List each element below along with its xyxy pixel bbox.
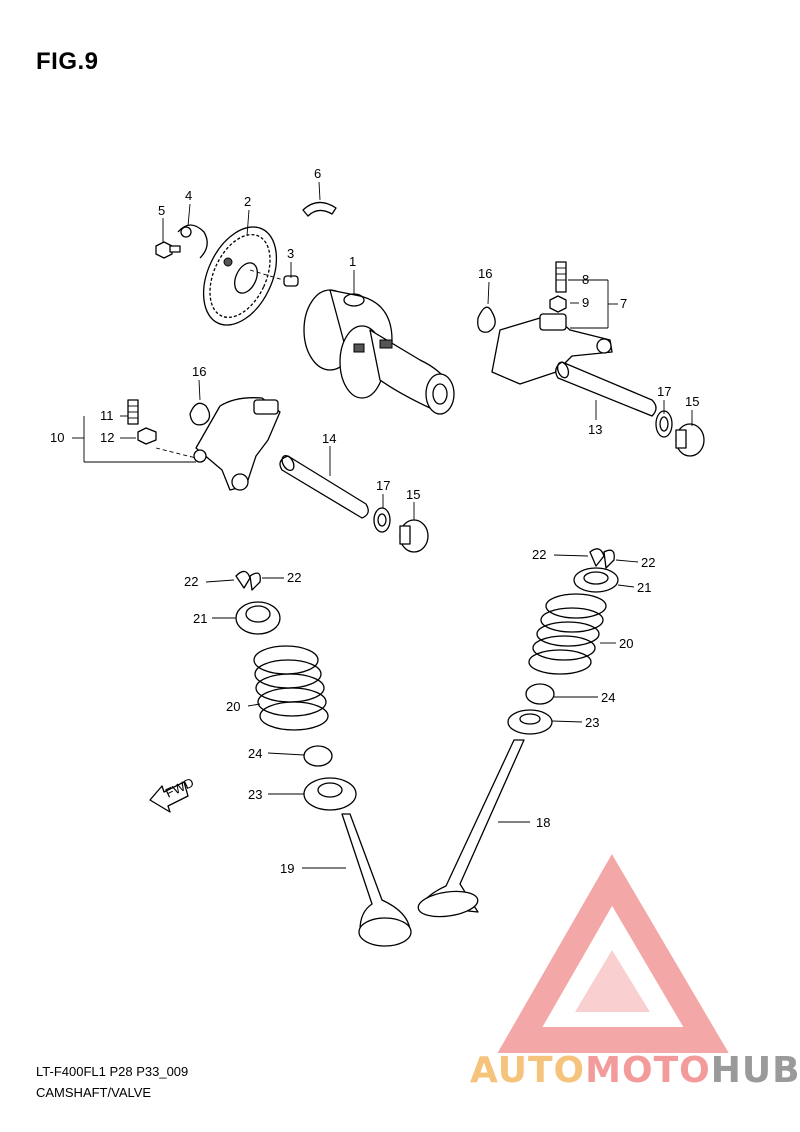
- watermark-wordmark: AUTOMOTOHUB: [470, 1050, 800, 1091]
- part-15-plug-right: [675, 423, 705, 457]
- part-9-lock-nut: [549, 295, 567, 313]
- watermark-logo: [497, 854, 729, 1053]
- callout-6: 6: [314, 166, 321, 181]
- part-13-rocker-shaft-right: [555, 361, 657, 417]
- fwd-direction-arrow: FWD: [149, 775, 196, 813]
- part-20-spring-right: [528, 593, 607, 675]
- part-21-retainer-left: [235, 601, 281, 635]
- part-2-cam-sprocket: [202, 226, 278, 326]
- callout-23-right: 23: [585, 715, 599, 730]
- callout-4: 4: [185, 188, 192, 203]
- callout-24-left: 24: [248, 746, 262, 761]
- part-19-intake-valve: [341, 813, 412, 947]
- callout-1: 1: [349, 254, 356, 269]
- callout-17-left: 17: [376, 478, 390, 493]
- callout-labels: 1 2 3 4 5 6 7 8 9 10 11 12 13 14 15 15 1…: [50, 166, 699, 876]
- callout-17-right: 17: [657, 384, 671, 399]
- part-4-ring-clip: [177, 224, 208, 259]
- callout-15-right: 15: [685, 394, 699, 409]
- callout-10: 10: [50, 430, 64, 445]
- callout-23-left: 23: [248, 787, 262, 802]
- watermark-part-a: AUTO: [470, 1050, 586, 1091]
- leader-lines: [72, 181, 693, 869]
- callout-9: 9: [582, 295, 589, 310]
- part-11-adjusting-screw: [127, 399, 139, 425]
- callout-22-left-b: 22: [287, 570, 301, 585]
- part-17-o-ring-right: [655, 410, 673, 438]
- part-22-cotters-right: [589, 548, 615, 569]
- model-code: LT-F400FL1 P28 P33_009: [36, 1064, 189, 1079]
- callout-20-left: 20: [226, 699, 240, 714]
- part-17-o-ring-left: [373, 507, 391, 533]
- part-12-lock-nut: [137, 427, 157, 445]
- callout-21-left: 21: [193, 611, 207, 626]
- part-23-spring-seat-right: [507, 709, 553, 735]
- part-15-plug-left: [399, 519, 429, 553]
- watermark-part-b: MOTO: [585, 1050, 711, 1091]
- callout-8: 8: [582, 272, 589, 287]
- part-10-rocker-arm-intake: [193, 397, 281, 491]
- part-14-rocker-shaft-left: [279, 454, 369, 519]
- callout-15-left: 15: [406, 487, 420, 502]
- part-23-spring-seat-left: [303, 777, 357, 811]
- part-16-o-ring-left: [189, 402, 211, 426]
- callout-2: 2: [244, 194, 251, 209]
- callout-13: 13: [588, 422, 602, 437]
- part-8-adjusting-screw: [555, 261, 567, 293]
- part-18-exhaust-valve: [417, 739, 525, 918]
- watermark-part-c: HUB: [710, 1050, 800, 1091]
- callout-16-left: 16: [192, 364, 206, 379]
- part-24-oil-seal-right: [525, 683, 555, 705]
- part-24-oil-seal-left: [303, 745, 333, 767]
- figure-title: FIG.9: [36, 48, 99, 75]
- part-1-camshaft: [303, 289, 455, 415]
- callout-3: 3: [287, 246, 294, 261]
- callout-11: 11: [100, 408, 114, 423]
- callout-22-right-a: 22: [532, 547, 546, 562]
- part-7-rocker-arm-exhaust: [491, 313, 613, 385]
- callout-18: 18: [536, 815, 550, 830]
- part-21-retainer-right: [573, 567, 619, 593]
- callout-24-right: 24: [601, 690, 615, 705]
- callout-22-right-b: 22: [641, 555, 655, 570]
- callout-14: 14: [322, 431, 336, 446]
- part-20-spring-left: [253, 645, 329, 731]
- callout-22-left-a: 22: [184, 574, 198, 589]
- callout-19: 19: [280, 861, 294, 876]
- callout-7: 7: [620, 296, 627, 311]
- callout-16-right: 16: [478, 266, 492, 281]
- part-22-cotters-left: [235, 570, 261, 591]
- callout-20-right: 20: [619, 636, 633, 651]
- part-16-o-ring-right: [477, 306, 496, 333]
- callout-5: 5: [158, 203, 165, 218]
- part-5-bolt: [155, 241, 181, 259]
- callout-12: 12: [100, 430, 114, 445]
- callout-21-right: 21: [637, 580, 651, 595]
- section-title: CAMSHAFT/VALVE: [36, 1085, 152, 1100]
- part-6-clip: [302, 201, 337, 217]
